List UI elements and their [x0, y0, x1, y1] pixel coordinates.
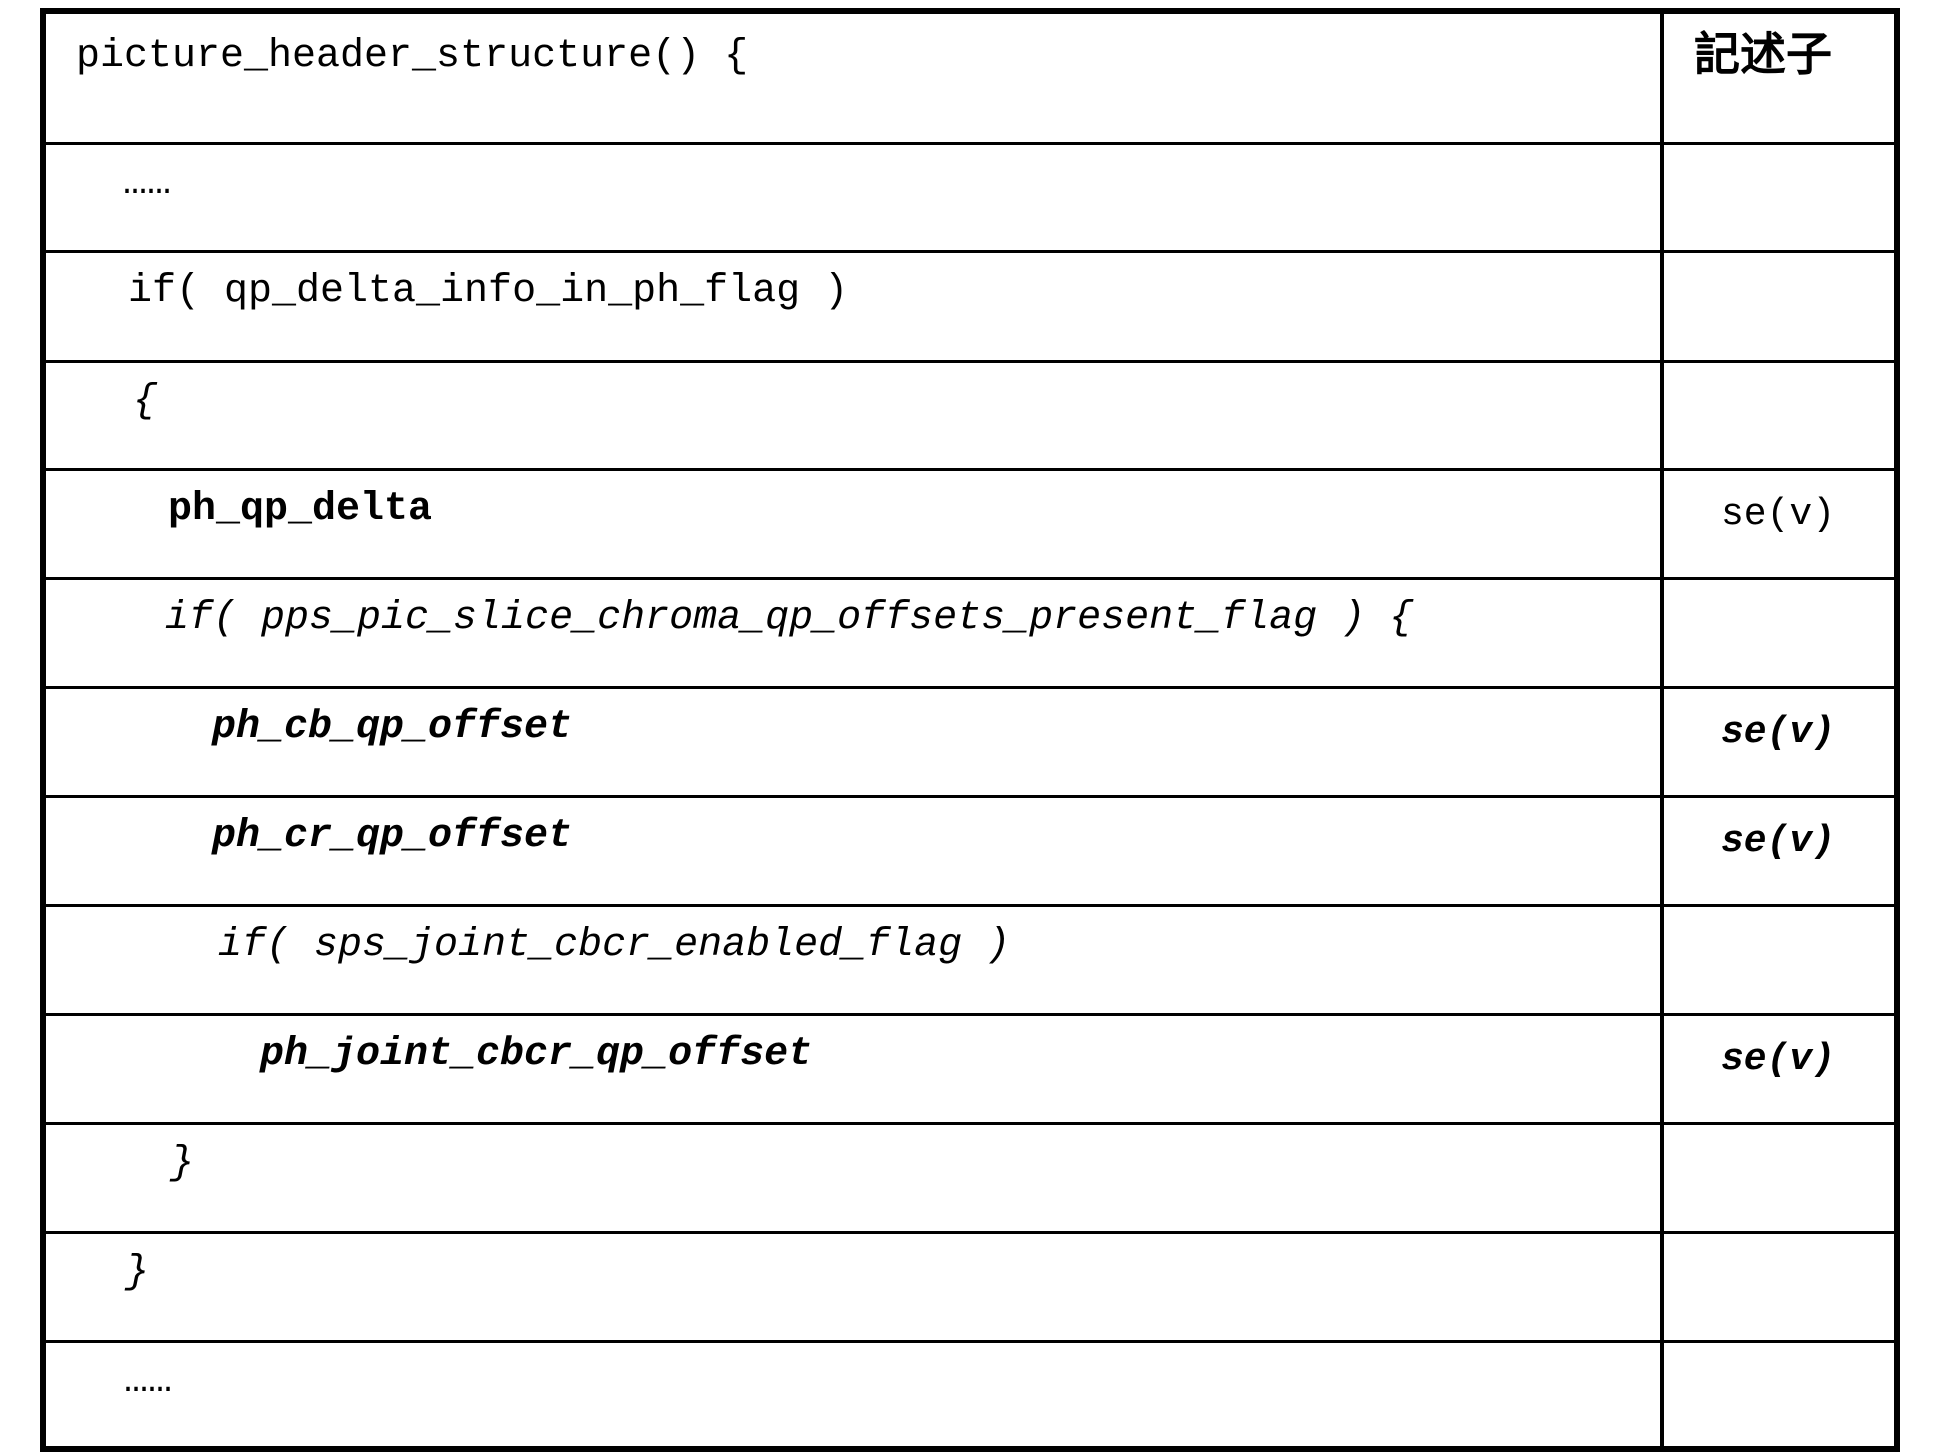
open-brace-text: { — [133, 379, 158, 424]
syntax-text: if( sps_joint_cbcr_enabled_flag ) — [218, 923, 1011, 968]
descriptor-text: se(v) — [1721, 1038, 1836, 1081]
ellipsis-text: …… — [123, 161, 172, 206]
table-row: …… — [46, 1340, 1894, 1446]
syntax-cell: if( pps_pic_slice_chroma_qp_offsets_pres… — [46, 580, 1664, 686]
descriptor-cell — [1664, 1125, 1894, 1231]
syntax-element-name: ph_cr_qp_offset — [212, 814, 573, 859]
syntax-element-name: ph_joint_cbcr_qp_offset — [260, 1032, 813, 1077]
descriptor-text — [1664, 363, 1894, 385]
syntax-cell: } — [46, 1234, 1664, 1340]
descriptor-text: se(v) — [1721, 820, 1836, 863]
descriptor-text — [1664, 580, 1894, 602]
table-row: { — [46, 360, 1894, 468]
table-row: } — [46, 1231, 1894, 1340]
descriptor-text — [1664, 907, 1894, 929]
descriptor-text — [1664, 1234, 1894, 1256]
syntax-cell: if( qp_delta_info_in_ph_flag ) — [46, 253, 1664, 360]
descriptor-text — [1664, 1343, 1894, 1365]
syntax-cell: picture_header_structure() { — [46, 14, 1664, 142]
descriptor-text — [1664, 145, 1894, 167]
syntax-cell: ph_cb_qp_offset — [46, 689, 1664, 795]
syntax-cell: } — [46, 1125, 1664, 1231]
syntax-element-name: ph_qp_delta — [168, 487, 433, 532]
syntax-cell: …… — [46, 145, 1664, 250]
descriptor-cell — [1664, 1343, 1894, 1446]
descriptor-column-title: 記述子 — [1694, 27, 1832, 81]
table-row: ph_cb_qp_offset se(v) — [46, 686, 1894, 795]
syntax-cell: ph_qp_delta — [46, 471, 1664, 577]
descriptor-cell — [1664, 907, 1894, 1013]
descriptor-cell: se(v) — [1664, 1016, 1894, 1122]
table-row: if( sps_joint_cbcr_enabled_flag ) — [46, 904, 1894, 1013]
descriptor-header-cell: 記述子 — [1664, 14, 1894, 142]
descriptor-cell — [1664, 253, 1894, 360]
syntax-text: if( pps_pic_slice_chroma_qp_offsets_pres… — [165, 596, 1414, 641]
descriptor-cell — [1664, 145, 1894, 250]
ellipsis-text: …… — [124, 1359, 173, 1404]
syntax-cell: ph_cr_qp_offset — [46, 798, 1664, 904]
descriptor-cell: se(v) — [1664, 689, 1894, 795]
syntax-cell: if( sps_joint_cbcr_enabled_flag ) — [46, 907, 1664, 1013]
close-brace-text: } — [170, 1141, 195, 1186]
syntax-table: picture_header_structure() { 記述子 …… if( … — [40, 8, 1900, 1452]
syntax-text: if( qp_delta_info_in_ph_flag ) — [128, 269, 849, 314]
descriptor-cell: se(v) — [1664, 471, 1894, 577]
descriptor-text — [1664, 253, 1894, 275]
table-row: } — [46, 1122, 1894, 1231]
descriptor-text — [1664, 1125, 1894, 1147]
syntax-text: picture_header_structure() { — [76, 34, 749, 79]
syntax-cell: ph_joint_cbcr_qp_offset — [46, 1016, 1664, 1122]
descriptor-cell: se(v) — [1664, 798, 1894, 904]
descriptor-cell — [1664, 363, 1894, 468]
syntax-cell: …… — [46, 1343, 1664, 1446]
descriptor-cell — [1664, 580, 1894, 686]
descriptor-text: se(v) — [1721, 493, 1836, 536]
table-row: ph_qp_delta se(v) — [46, 468, 1894, 577]
syntax-element-name: ph_cb_qp_offset — [212, 705, 573, 750]
syntax-cell: { — [46, 363, 1664, 468]
descriptor-text: se(v) — [1721, 711, 1836, 754]
table-row: ph_joint_cbcr_qp_offset se(v) — [46, 1013, 1894, 1122]
table-row: …… — [46, 142, 1894, 250]
table-header-row: picture_header_structure() { 記述子 — [46, 14, 1894, 142]
table-row: if( qp_delta_info_in_ph_flag ) — [46, 250, 1894, 360]
table-row: if( pps_pic_slice_chroma_qp_offsets_pres… — [46, 577, 1894, 686]
descriptor-cell — [1664, 1234, 1894, 1340]
table-row: ph_cr_qp_offset se(v) — [46, 795, 1894, 904]
close-brace-text: } — [125, 1250, 150, 1295]
